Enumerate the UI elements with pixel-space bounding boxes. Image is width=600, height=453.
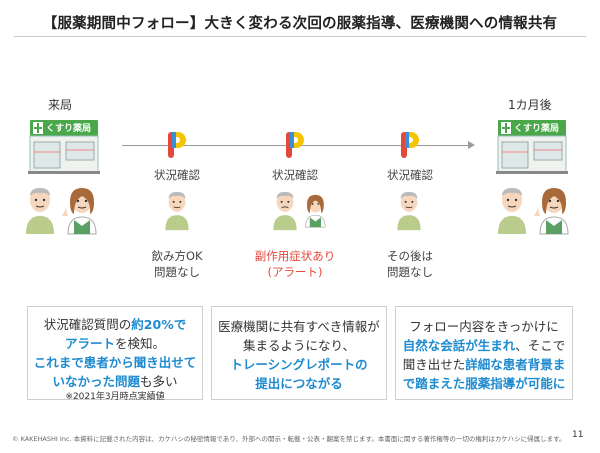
pharmacy-store-icon <box>496 116 568 174</box>
step-label: 状況確認 <box>387 168 433 182</box>
box-highlight: アラート <box>64 336 115 351</box>
step-result: その後は 問題なし <box>355 248 465 280</box>
app-logo-icon <box>399 130 421 160</box>
title-divider <box>14 36 586 37</box>
page-number: 11 <box>572 430 584 440</box>
app-logo-icon <box>284 130 306 160</box>
result-line: 問題なし <box>154 265 200 279</box>
timeline-arrowhead <box>468 141 475 149</box>
start-label: 来局 <box>48 98 73 112</box>
patient-icon <box>494 186 530 236</box>
result-line: その後は <box>387 249 433 263</box>
result-line: (アラート) <box>267 265 323 279</box>
box-text: 聞き出せた <box>402 357 466 372</box>
box-highlight: トレーシングレポートの <box>230 357 368 372</box>
step-label: 状況確認 <box>154 168 200 182</box>
box-highlight: 提出につながる <box>255 376 343 391</box>
patient-icon <box>22 186 58 236</box>
result-line: 飲み方OK <box>151 249 203 263</box>
pharmacist-icon <box>300 188 328 234</box>
box-text: 、そこで <box>515 338 566 353</box>
box-highlight: 詳細な患者背景ま <box>465 357 566 372</box>
summary-box-alert: 状況確認質問の約20%で アラートを検知。 これまで患者から聞き出せて いなかっ… <box>27 306 203 402</box>
box-text: 集まるようになり、 <box>242 338 355 353</box>
patient-icon <box>394 188 424 234</box>
box-highlight: で踏まえた服薬指導が可能に <box>402 376 566 391</box>
box-highlight: 自然な会話が生まれ <box>402 338 516 353</box>
step-label: 状況確認 <box>272 168 318 182</box>
box-text: フォロー内容をきっかけに <box>409 319 559 334</box>
copyright-footer: © KAKEHASHI Inc. 本資料に記載された内容は、カケハシの秘密情報で… <box>12 435 566 443</box>
store-sign-left: くすり薬局 <box>46 124 92 134</box>
store-sign-right: くすり薬局 <box>514 124 560 134</box>
end-label: 1カ月後 <box>508 98 552 112</box>
box-text: 状況確認質問の <box>43 317 132 332</box>
patient-icon <box>270 188 300 234</box>
box-footnote: ※2021年3月時点実績値 <box>65 392 165 402</box>
box-text: を検知。 <box>115 336 166 351</box>
box-text: も多い <box>140 374 178 389</box>
box-highlight: 約20%で <box>131 317 187 332</box>
patient-icon <box>162 188 192 234</box>
result-line: 副作用症状あり <box>254 249 336 263</box>
app-logo-icon <box>166 130 188 160</box>
pharmacist-icon <box>60 186 100 236</box>
step-result: 飲み方OK 問題なし <box>122 248 232 280</box>
step-result-alert: 副作用症状あり (アラート) <box>240 248 350 280</box>
box-highlight: いなかった問題 <box>52 374 140 389</box>
box-highlight: これまで患者から聞き出せて <box>33 355 197 370</box>
page-title: 【服薬期間中フォロー】大きく変わる次回の服薬指導、医療機関への情報共有 <box>42 16 558 32</box>
box-text: 医療機関に共有すべき情報が <box>218 319 380 334</box>
pharmacy-store-icon <box>28 116 100 174</box>
summary-box-guidance: フォロー内容をきっかけに 自然な会話が生まれ、そこで 聞き出せた詳細な患者背景ま… <box>395 306 573 400</box>
pharmacist-icon <box>532 186 572 236</box>
summary-box-sharing: 医療機関に共有すべき情報が 集まるようになり、 トレーシングレポートの 提出につ… <box>211 306 387 400</box>
result-line: 問題なし <box>387 265 433 279</box>
